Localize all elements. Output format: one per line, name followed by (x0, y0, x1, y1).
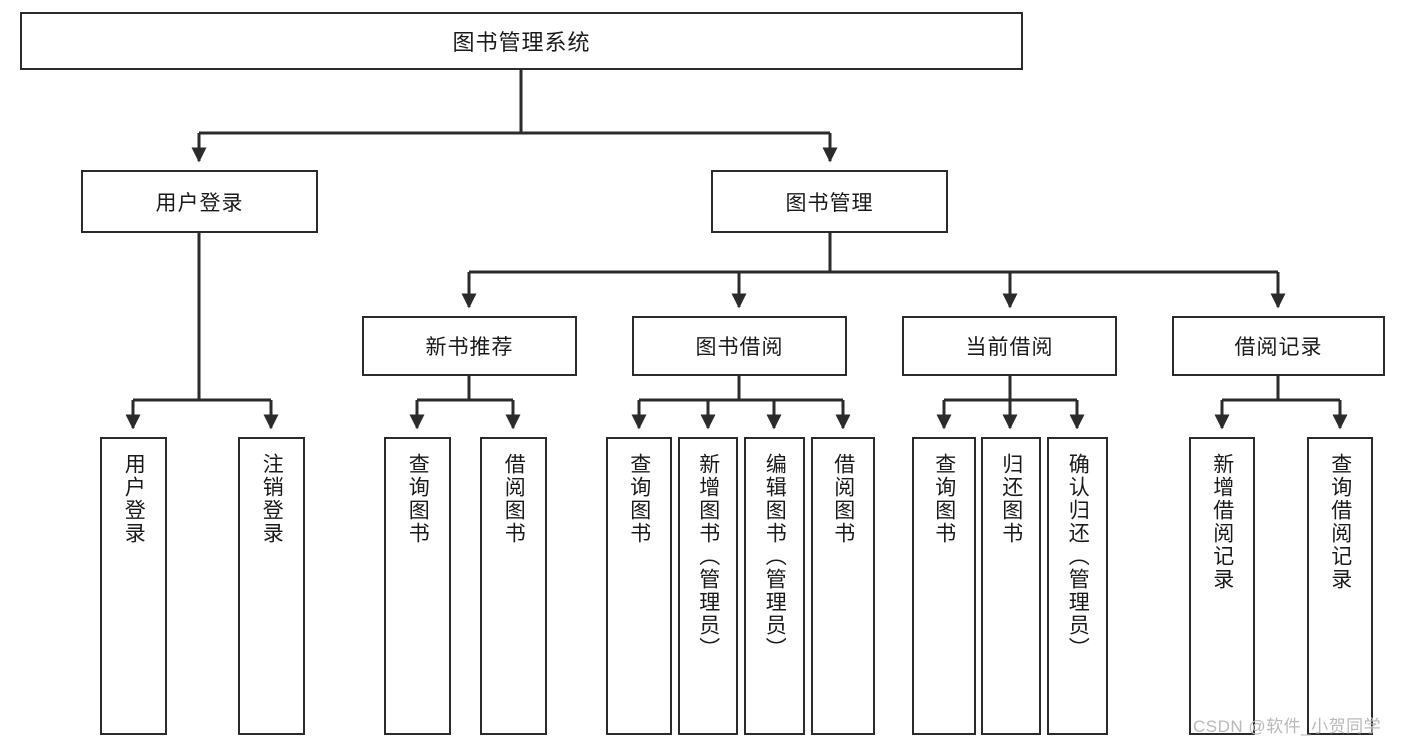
leaf-current-borrow-return[interactable]: 归还图书 (981, 437, 1041, 735)
leaf-label: 用户登录 (122, 453, 146, 545)
node-book-borrow[interactable]: 图书借阅 (632, 316, 847, 376)
leaf-user-login-logout[interactable]: 注销登录 (238, 437, 305, 735)
leaf-new-book-borrow[interactable]: 借阅图书 (480, 437, 547, 735)
leaf-label: 归还图书 (999, 453, 1023, 545)
node-label: 新书推荐 (425, 336, 514, 359)
leaf-label: 借阅图书 (502, 453, 526, 545)
leaf-label: 借阅图书 (831, 453, 855, 545)
leaf-label: 编辑图书（管理员） (763, 453, 787, 660)
node-label: 当前借阅 (965, 336, 1054, 359)
node-borrow-record[interactable]: 借阅记录 (1172, 316, 1385, 376)
leaf-label: 注销登录 (260, 453, 284, 545)
leaf-label: 查询图书 (627, 453, 651, 545)
node-new-book-recommend[interactable]: 新书推荐 (362, 316, 577, 376)
node-label: 用户登录 (155, 191, 244, 215)
leaf-book-borrow-add[interactable]: 新增图书（管理员） (678, 437, 738, 735)
leaf-book-borrow-edit[interactable]: 编辑图书（管理员） (744, 437, 805, 735)
leaf-label: 查询图书 (932, 453, 956, 545)
leaf-user-login-login[interactable]: 用户登录 (100, 437, 167, 735)
leaf-label: 查询图书 (406, 453, 430, 545)
leaf-current-borrow-confirm-return[interactable]: 确认归还（管理员） (1047, 437, 1108, 735)
node-current-borrow[interactable]: 当前借阅 (902, 316, 1117, 376)
node-label: 图书管理 (785, 191, 874, 215)
leaf-borrow-record-add[interactable]: 新增借阅记录 (1189, 437, 1255, 735)
leaf-label: 新增图书（管理员） (696, 453, 720, 660)
node-book-management[interactable]: 图书管理 (711, 170, 948, 233)
node-label: 图书管理系统 (452, 30, 591, 55)
leaf-label: 确认归还（管理员） (1066, 453, 1090, 660)
leaf-label: 查询借阅记录 (1328, 453, 1352, 591)
node-label: 借阅记录 (1234, 336, 1323, 359)
leaf-borrow-record-query[interactable]: 查询借阅记录 (1307, 437, 1373, 735)
node-label: 图书借阅 (695, 336, 784, 359)
node-user-login[interactable]: 用户登录 (81, 170, 318, 233)
leaf-current-borrow-query[interactable]: 查询图书 (912, 437, 976, 735)
leaf-new-book-query[interactable]: 查询图书 (384, 437, 451, 735)
leaf-label: 新增借阅记录 (1210, 453, 1234, 591)
leaf-book-borrow-query[interactable]: 查询图书 (606, 437, 672, 735)
node-root-system[interactable]: 图书管理系统 (20, 12, 1023, 70)
leaf-book-borrow-borrow[interactable]: 借阅图书 (811, 437, 875, 735)
